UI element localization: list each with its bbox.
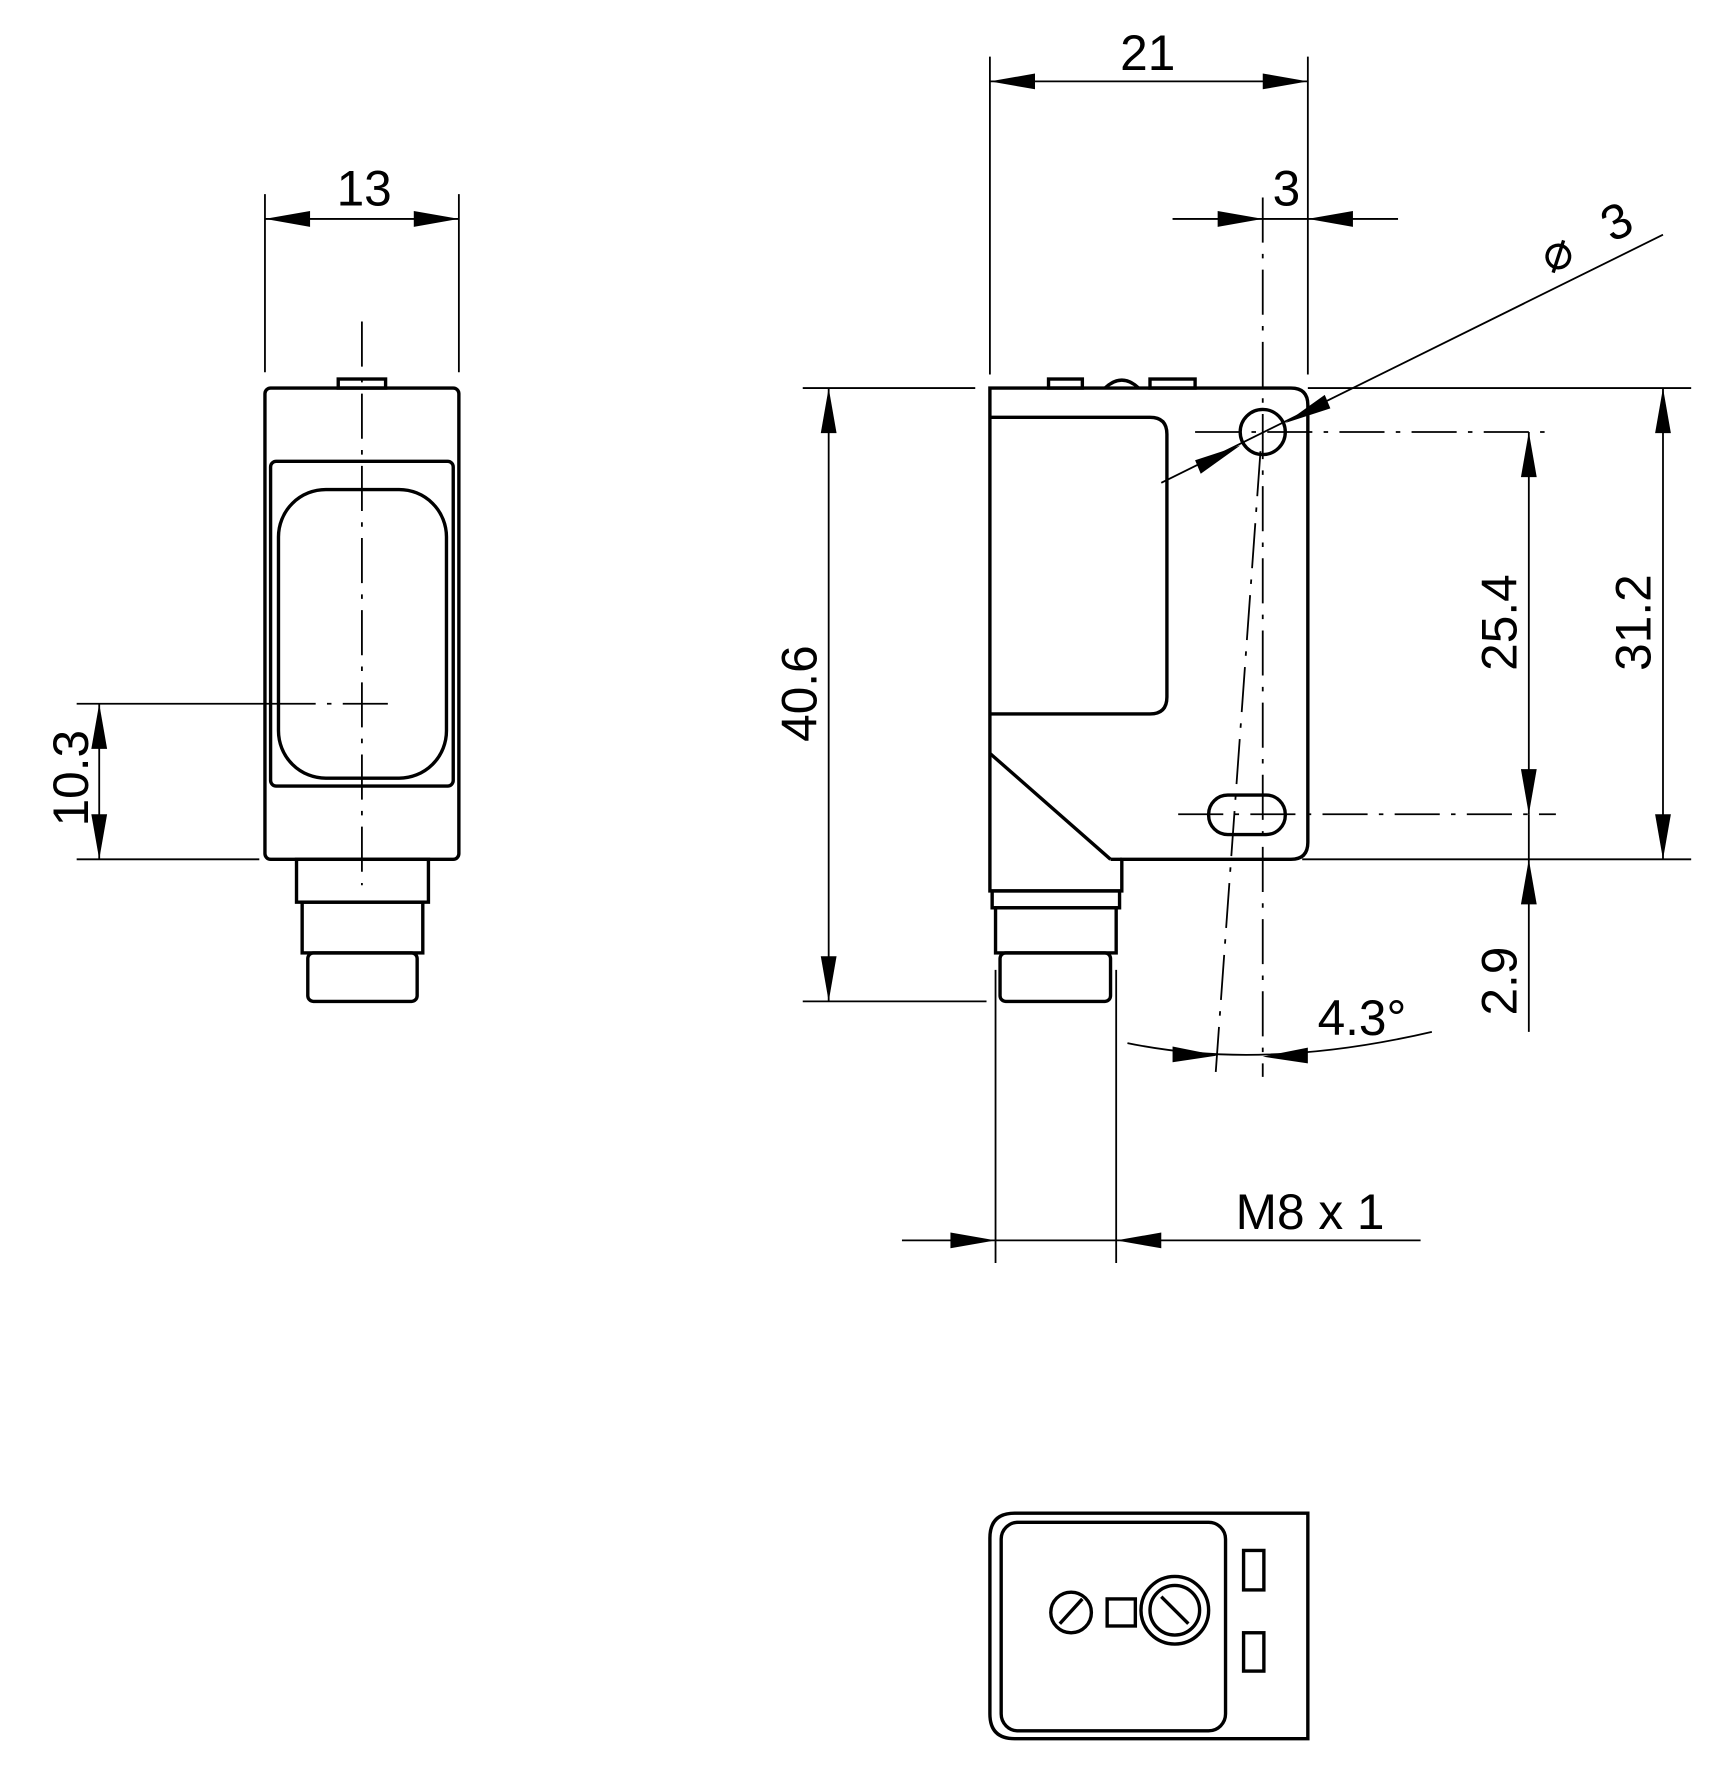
dim-2-9: 2.9 (1471, 947, 1527, 1016)
dim-21: 21 (1120, 25, 1175, 81)
dim-13: 13 (337, 160, 392, 216)
dim-10-3: 10.3 (43, 730, 99, 827)
dim-31-2: 31.2 (1606, 574, 1662, 671)
bottom-view (988, 1511, 1310, 1741)
led-indicator-icon (1105, 1597, 1138, 1628)
side-view: 21 3 ⌀ 3 25.4 (771, 25, 1692, 1263)
dim-diameter-3: 3 (1592, 190, 1642, 252)
potentiometer-small-icon (1049, 1590, 1094, 1635)
dim-40-6: 40.6 (771, 645, 827, 742)
dim-thread: M8 x 1 (1236, 1184, 1385, 1240)
front-view: 13 10.3 (43, 160, 461, 1004)
dim-diameter-symbol: ⌀ (1530, 221, 1582, 284)
dim-3: 3 (1273, 160, 1301, 216)
potentiometer-large-icon (1139, 1574, 1211, 1646)
dim-angle: 4.3° (1318, 990, 1407, 1046)
dim-25-4: 25.4 (1471, 574, 1527, 671)
